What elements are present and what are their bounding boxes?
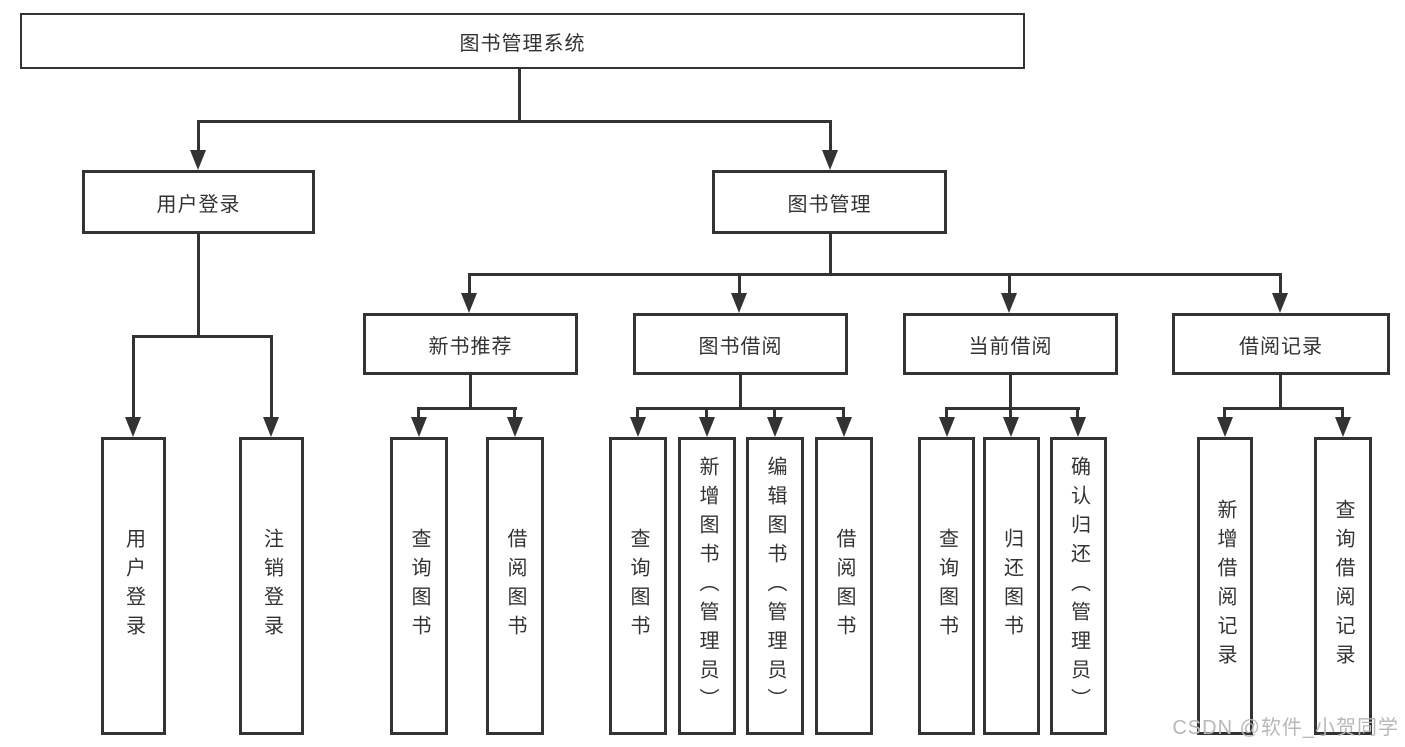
edge-current-borrow-stub	[1009, 375, 1012, 409]
arrow-to-leaf-user-login	[125, 417, 141, 437]
leaf-edit-book-admin: 编辑图书（管理员）	[746, 437, 804, 735]
node-borrow-records: 借阅记录	[1172, 313, 1390, 375]
edge-to-leaf-logout	[270, 335, 273, 422]
arrow-to-leaf-edit-book	[767, 417, 783, 437]
arrow-to-leaf-logout	[263, 417, 279, 437]
leaf-query-borrow-record: 查询借阅记录	[1314, 437, 1372, 735]
edge-recommend-stub	[469, 375, 472, 409]
arrow-to-leaf-add-record	[1217, 417, 1233, 437]
arrow-to-leaf-confirm-return	[1070, 417, 1086, 437]
edge-to-user-login	[197, 120, 200, 155]
arrow-to-book-borrow	[731, 293, 747, 313]
edge-to-leaf-edit-book	[773, 407, 776, 422]
edge-to-leaf-query-1	[417, 407, 420, 422]
leaf-return-book: 归还图书	[983, 437, 1040, 735]
edge-to-current-borrow	[1008, 273, 1011, 298]
leaf-logout: 注销登录	[239, 437, 304, 735]
edge-user-login-stub	[197, 234, 200, 338]
arrow-to-book-management	[822, 150, 838, 170]
node-user-login: 用户登录	[82, 170, 315, 234]
watermark-text: CSDN @软件_小贺同学	[1172, 717, 1399, 739]
leaf-add-book-admin: 新增图书（管理员）	[678, 437, 736, 735]
edge-book-management-stub	[829, 234, 832, 276]
edge-borrow-records-branch	[1223, 407, 1344, 410]
edge-to-leaf-add-book	[705, 407, 708, 422]
node-book-management: 图书管理	[712, 170, 947, 234]
node-book-borrow: 图书借阅	[633, 313, 848, 375]
edge-to-book-management	[829, 120, 832, 155]
arrow-to-borrow-records	[1272, 293, 1288, 313]
edge-to-leaf-query-record	[1341, 407, 1344, 422]
edge-recommend-branch	[417, 407, 517, 410]
edge-to-book-borrow	[738, 273, 741, 298]
leaf-borrow-books-recommend: 借阅图书	[486, 437, 544, 735]
edge-to-leaf-borrow-2	[842, 407, 845, 422]
edge-to-leaf-borrow-1	[513, 407, 516, 422]
arrow-to-leaf-query-3	[939, 417, 955, 437]
leaf-query-books-recommend: 查询图书	[390, 437, 448, 735]
node-current-borrow: 当前借阅	[903, 313, 1118, 375]
node-new-book-recommend: 新书推荐	[363, 313, 578, 375]
edge-user-login-branch	[132, 335, 273, 338]
arrow-to-new-book-recommend	[461, 293, 477, 313]
edge-current-borrow-branch	[945, 407, 1080, 410]
arrow-to-leaf-query-1	[411, 417, 427, 437]
edge-to-leaf-return	[1009, 407, 1012, 422]
leaf-borrow-books: 借阅图书	[815, 437, 873, 735]
arrow-to-leaf-borrow-2	[836, 417, 852, 437]
edge-root-branch	[197, 120, 832, 123]
edge-book-management-branch	[468, 273, 1282, 276]
edge-book-borrow-stub	[739, 375, 742, 409]
arrow-to-leaf-return	[1003, 417, 1019, 437]
edge-to-leaf-query-2	[636, 407, 639, 422]
leaf-add-borrow-record: 新增借阅记录	[1197, 437, 1253, 735]
arrow-to-leaf-borrow-1	[507, 417, 523, 437]
edge-to-leaf-user-login	[132, 335, 135, 422]
arrow-to-leaf-add-book	[699, 417, 715, 437]
leaf-query-books-borrow: 查询图书	[609, 437, 667, 735]
arrow-to-current-borrow	[1001, 293, 1017, 313]
edge-book-borrow-branch	[636, 407, 845, 410]
node-library-system: 图书管理系统	[20, 13, 1025, 69]
edge-to-leaf-confirm-return	[1076, 407, 1079, 422]
edge-to-new-book-recommend	[468, 273, 471, 298]
arrow-to-leaf-query-2	[630, 417, 646, 437]
arrow-to-leaf-query-record	[1335, 417, 1351, 437]
edge-to-borrow-records	[1279, 273, 1282, 298]
edge-to-leaf-query-3	[945, 407, 948, 422]
arrow-to-user-login	[190, 150, 206, 170]
edge-borrow-records-stub	[1279, 375, 1282, 409]
leaf-user-login: 用户登录	[101, 437, 166, 735]
leaf-query-books-current: 查询图书	[918, 437, 975, 735]
leaf-confirm-return-admin: 确认归还（管理员）	[1050, 437, 1107, 735]
edge-to-leaf-add-record	[1223, 407, 1226, 422]
edge-root-stub	[518, 69, 521, 120]
